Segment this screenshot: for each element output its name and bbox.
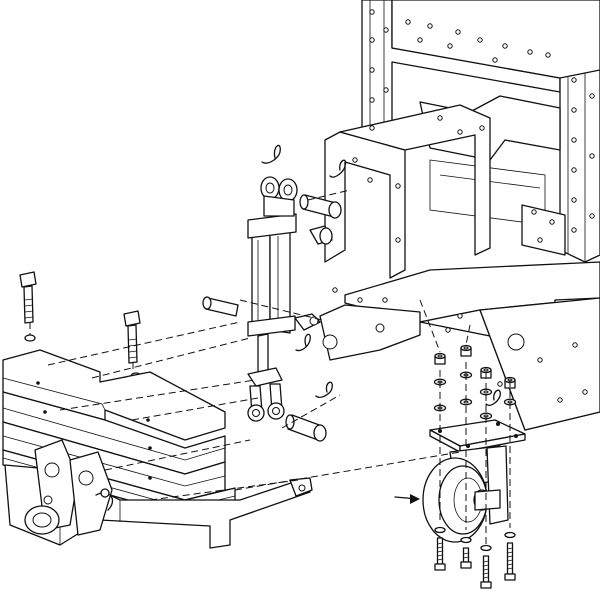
bolt-hole	[502, 43, 508, 49]
bolt-hole	[571, 167, 577, 173]
bolt-hole	[405, 19, 411, 25]
bolt-hole	[545, 52, 551, 58]
top-pin	[299, 194, 342, 219]
bolt-hole	[557, 397, 563, 403]
hydraulic-elbow-fitting	[309, 225, 333, 245]
bolt-hole	[383, 87, 389, 93]
guide-line	[91, 337, 251, 379]
bolt-hole	[369, 9, 375, 15]
guide-line	[281, 394, 341, 429]
hex-nut	[480, 366, 492, 379]
guide-line	[419, 299, 441, 353]
bolt-hole	[369, 67, 375, 73]
bolt-hole	[582, 389, 588, 395]
bolt-hole	[492, 57, 498, 63]
bolt-hole	[369, 125, 375, 131]
frame-top-rail	[391, 0, 600, 79]
bolt-hole	[369, 97, 375, 103]
bolt-hole	[571, 137, 577, 143]
hair-pin-clips	[261, 144, 501, 406]
guide-line	[47, 321, 241, 366]
bolt-hole	[497, 381, 503, 387]
caster-wheel-assembly	[422, 419, 526, 543]
bolt-left	[19, 271, 37, 342]
bolt-hole	[382, 297, 388, 303]
caster-callout-arrow	[394, 494, 420, 504]
frame-bolt-holes	[332, 9, 595, 403]
guide-line	[465, 324, 471, 346]
washer	[460, 536, 472, 544]
bolt-hole	[589, 93, 595, 99]
hex-nut	[434, 352, 446, 365]
guide-line	[307, 189, 351, 201]
guide-line	[239, 299, 323, 321]
frame-right-post	[559, 63, 600, 263]
bolt-hole	[571, 107, 577, 113]
bolt-hole	[437, 115, 443, 121]
hydraulic-cylinder	[247, 176, 321, 422]
caster-bolt	[460, 536, 472, 569]
hitch-bracket	[4, 439, 313, 549]
bolt-hole	[537, 357, 543, 363]
bolt-hole	[527, 49, 533, 55]
bolt-hole	[445, 327, 451, 333]
bolt-hole	[417, 37, 423, 43]
middle-pin	[202, 296, 239, 317]
hex-nut	[460, 344, 472, 357]
bolt-hole	[571, 77, 577, 83]
bolt-hole	[447, 43, 453, 49]
bolt-hole	[383, 27, 389, 33]
bolt-hole	[572, 342, 578, 348]
bolt-hole	[352, 157, 358, 163]
bottom-pin	[285, 414, 327, 442]
pivot-plate	[319, 304, 421, 361]
washer	[479, 388, 493, 396]
bolt-hole	[332, 287, 338, 293]
bolt-hole	[589, 153, 595, 159]
assembly-guide-lines	[29, 189, 511, 545]
bolt-hole	[427, 23, 433, 29]
bolt-hole	[537, 237, 543, 243]
bolt-hole	[589, 213, 595, 219]
bolt-hole	[457, 129, 463, 135]
bolt-hole	[357, 297, 363, 303]
bolt-hole	[369, 37, 375, 43]
caster-bolt	[504, 531, 516, 581]
caster-bolt	[434, 526, 446, 571]
bolt-hole	[531, 209, 537, 215]
bolt-hole	[457, 313, 463, 319]
bolt-hole	[367, 177, 373, 183]
machine-frame	[319, 0, 600, 431]
bolt-hole	[571, 227, 577, 233]
bolt-hole	[395, 237, 401, 243]
bolt-hole	[549, 219, 555, 225]
guide-line	[234, 451, 461, 491]
caster-bolt	[480, 544, 492, 589]
washer	[434, 526, 446, 534]
bolt-hole	[571, 197, 577, 203]
washer	[504, 531, 516, 539]
guide-line	[104, 439, 251, 471]
bolt-hole	[479, 125, 485, 131]
bolt-hole	[455, 29, 461, 35]
bolt-hole	[395, 183, 401, 189]
caster-mounting-bolts	[434, 526, 516, 589]
bolt-hole	[477, 37, 483, 43]
washer	[480, 544, 492, 552]
